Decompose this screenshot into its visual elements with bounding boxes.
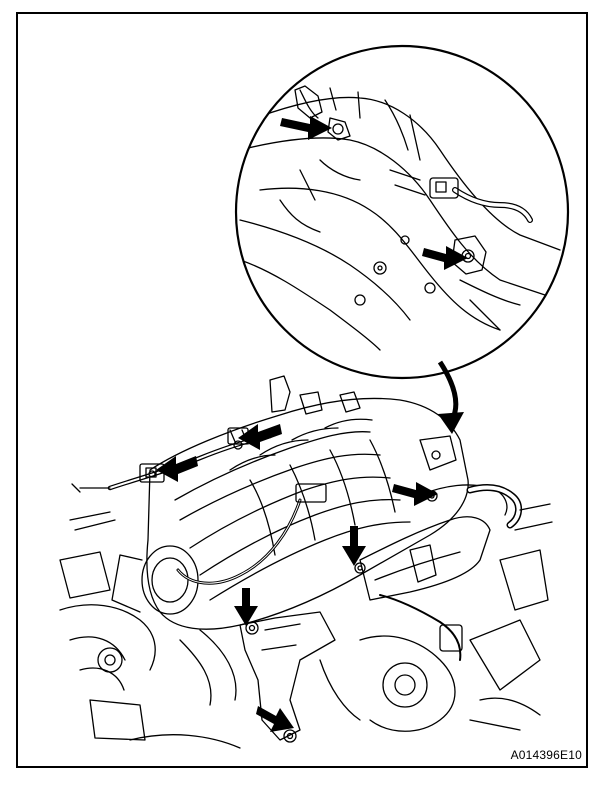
detail-circle [234,44,570,380]
arrow-icon [156,456,198,482]
detail-view [234,44,570,380]
figure-id: A014396E10 [510,748,582,762]
arrow-icon [392,482,438,506]
engine-assembly [59,375,553,749]
arrow-icon [280,116,332,140]
arrow-icon [422,246,468,270]
arrow-icon [342,526,366,566]
arrow-icon [234,588,258,626]
pointer-arrows [156,424,438,732]
arrow-icon [238,424,282,450]
curved-arrow-icon [437,360,464,434]
arrow-icon [256,706,294,732]
